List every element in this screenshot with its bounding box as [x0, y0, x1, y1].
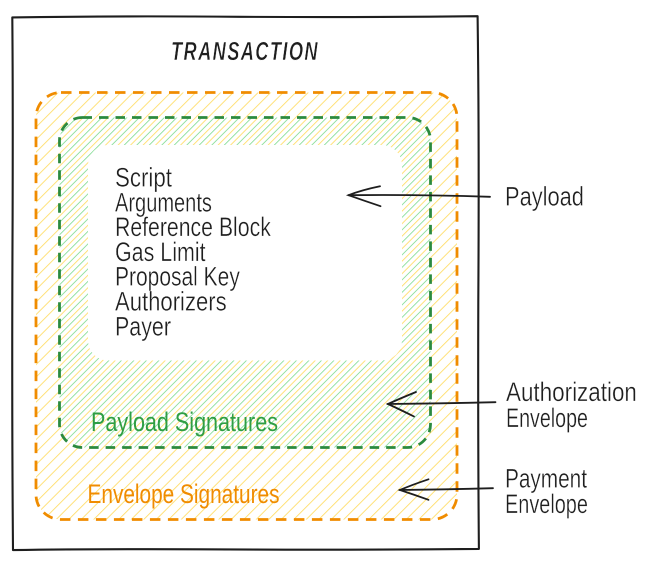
svg-text:Script: Script: [115, 164, 172, 193]
svg-text:Gas Limit: Gas Limit: [115, 238, 206, 268]
svg-text:Payload: Payload: [505, 182, 584, 212]
svg-text:Proposal Key: Proposal Key: [115, 262, 241, 292]
svg-text:Payment: Payment: [505, 464, 587, 494]
svg-text:Reference Block: Reference Block: [115, 213, 272, 243]
svg-text:Arguments: Arguments: [115, 187, 212, 218]
svg-text:Authorizers: Authorizers: [115, 288, 227, 318]
svg-text:Envelope: Envelope: [505, 490, 588, 520]
svg-text:Payload Signatures: Payload Signatures: [91, 408, 278, 438]
svg-text:Envelope: Envelope: [506, 404, 588, 434]
svg-text:Payer: Payer: [115, 312, 171, 342]
svg-text:Envelope Signatures: Envelope Signatures: [88, 479, 280, 509]
svg-text:TRANSACTION: TRANSACTION: [171, 37, 319, 66]
svg-text:Authorization: Authorization: [506, 378, 637, 407]
